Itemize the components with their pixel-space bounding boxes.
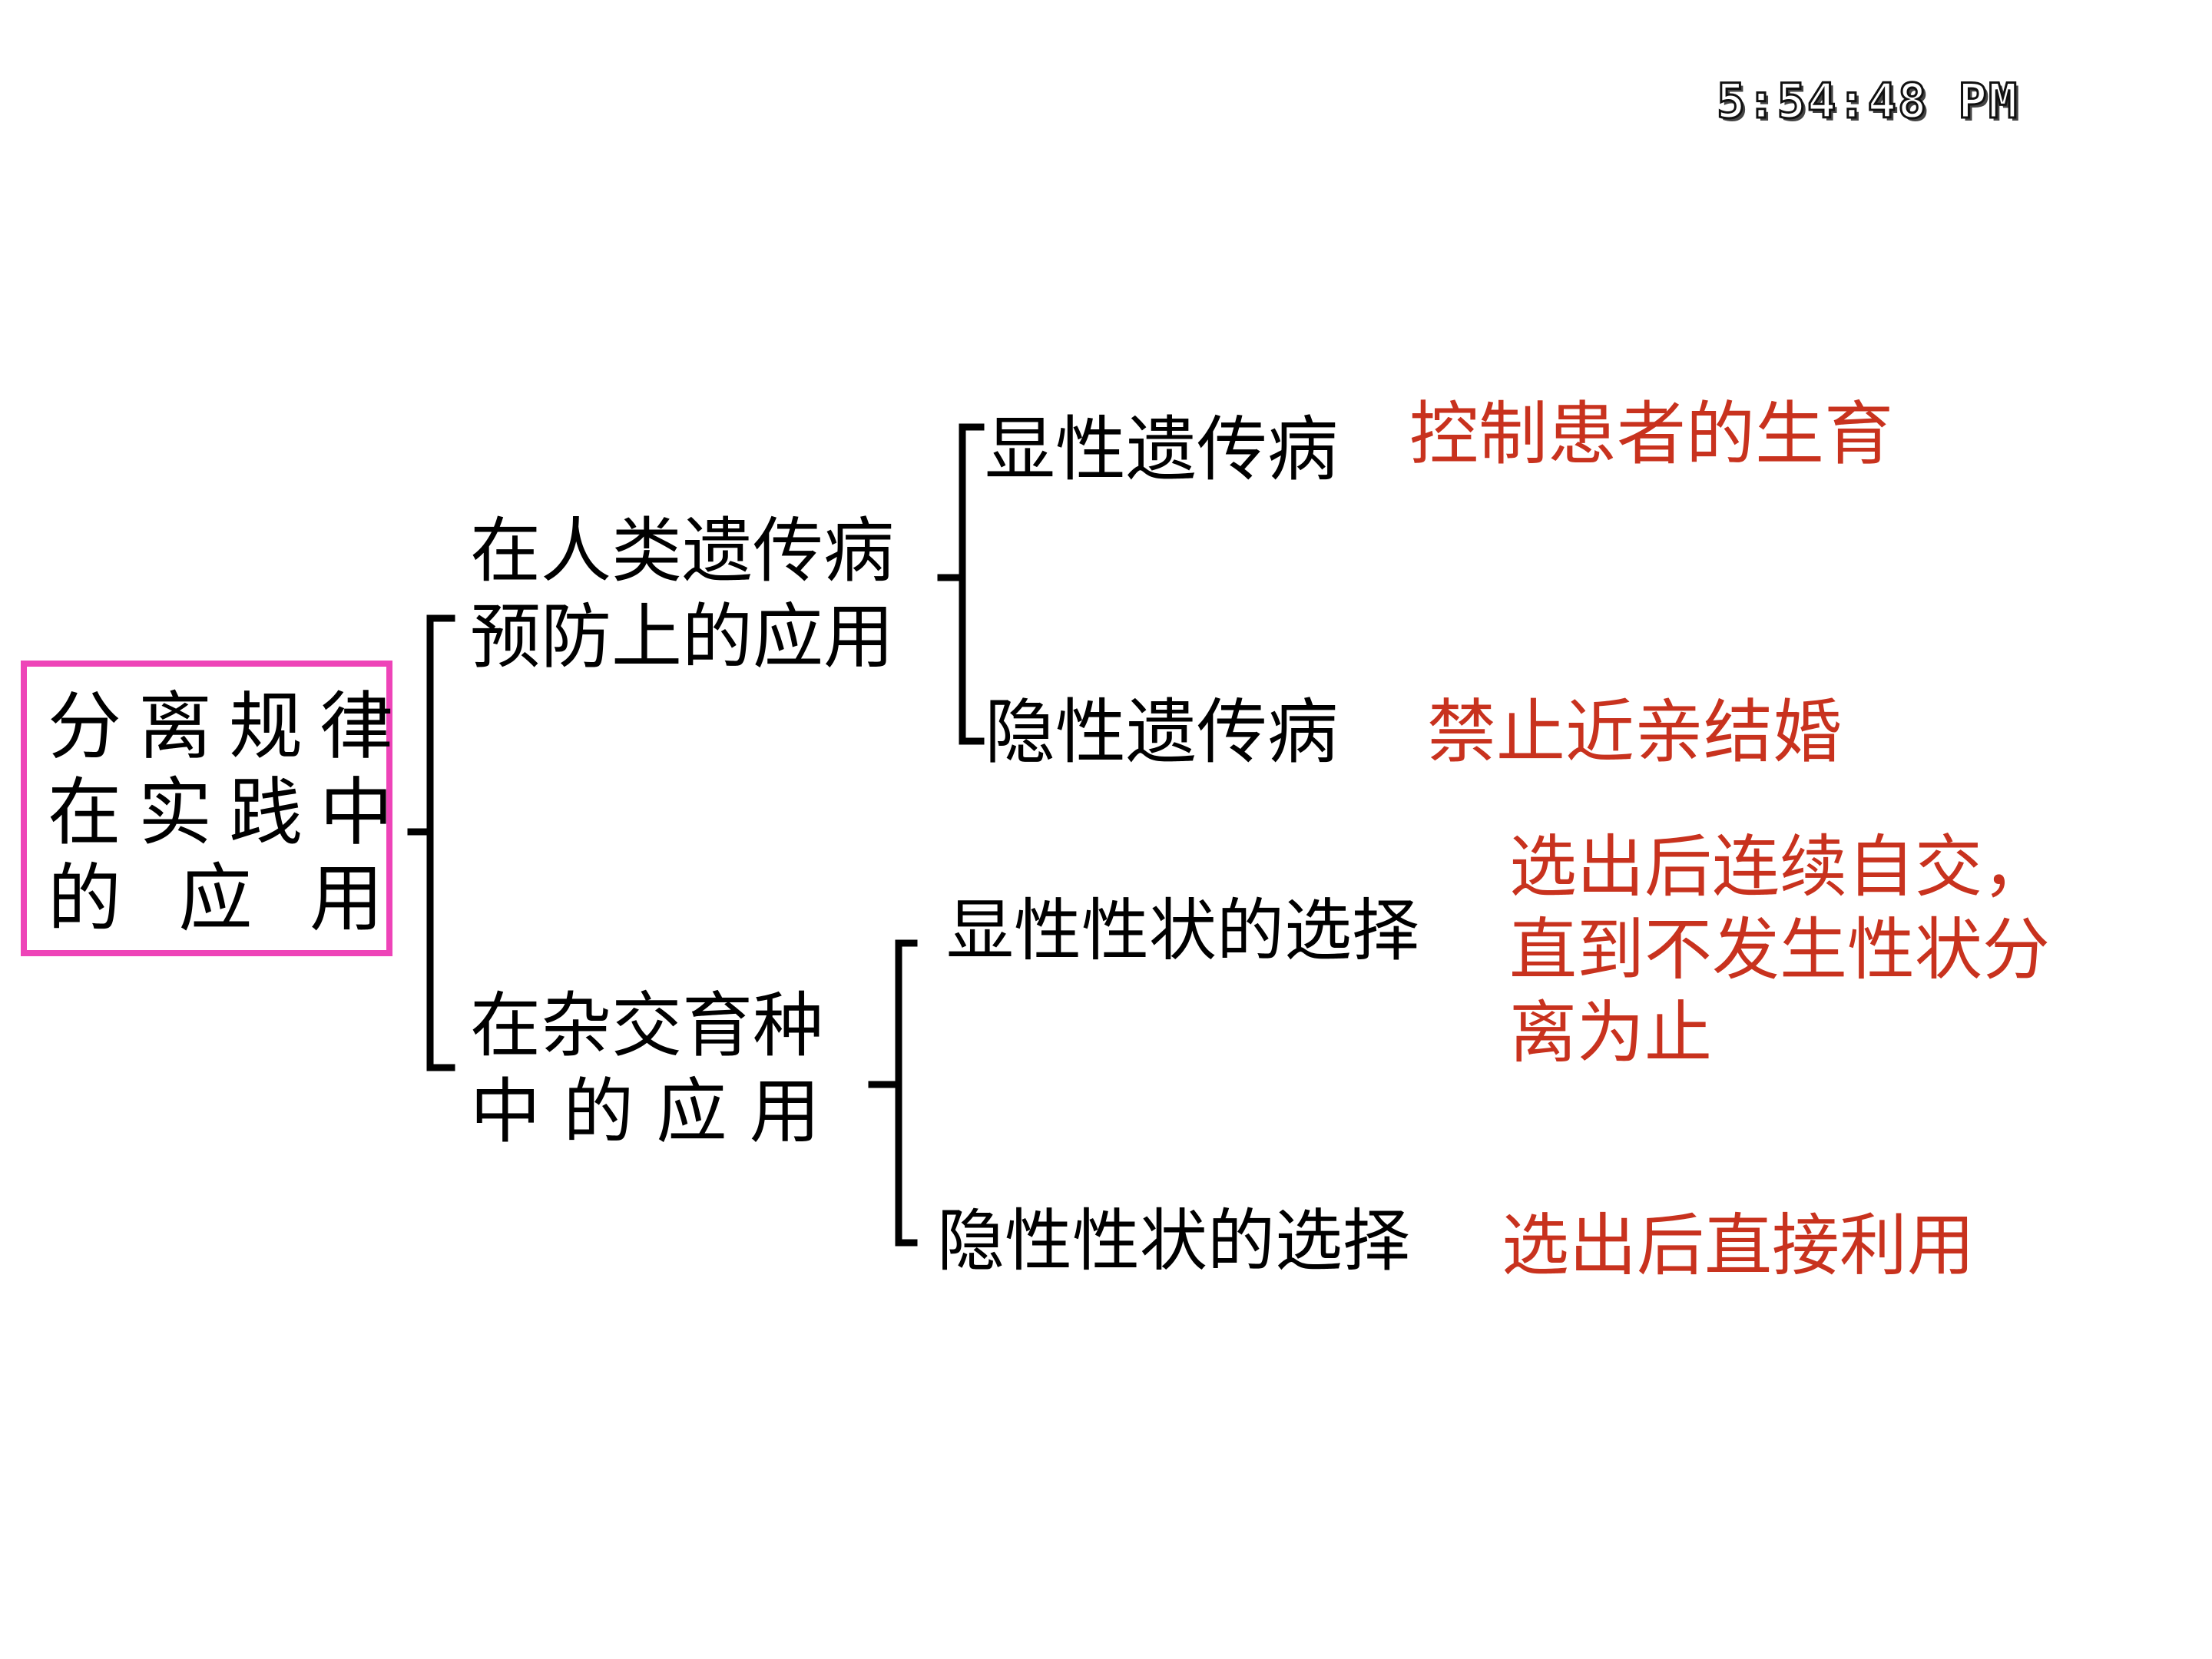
- dominant-disease-label: 显性遗传病: [985, 409, 1339, 491]
- genetic-branch-line-2: 预防上的应用: [470, 596, 895, 678]
- clock-display: 5:54:48 PM: [1715, 72, 2019, 131]
- recessive-disease-label: 隐性遗传病: [985, 691, 1339, 773]
- root-bracket: [426, 614, 455, 1071]
- breeding-branch-line-2: 中 的 应 用: [470, 1071, 820, 1153]
- genetic-branch-label: 在人类遗传病 预防上的应用: [470, 508, 894, 680]
- recessive-trait-label: 隐性性状的选择: [937, 1201, 1411, 1280]
- dominant-trait-label: 显性性状的选择: [946, 891, 1420, 970]
- root-line-2: 在实践中: [48, 770, 410, 856]
- root-line-3: 的 应 用: [48, 856, 401, 942]
- breeding-branch-line-1: 在杂交育种: [470, 985, 824, 1067]
- genetic-branch-line-1: 在人类遗传病: [470, 510, 895, 592]
- dominant-trait-action: 选出后连续自交， 直到不发生性状分 离为止: [1509, 826, 2050, 1075]
- root-node-text: 分离规律 在实践中 的 应 用: [48, 684, 410, 942]
- root-node-box: [21, 661, 392, 956]
- dominant-trait-action-line-2: 直到不发生性状分: [1509, 910, 2051, 989]
- recessive-trait-action: 选出后直接利用: [1502, 1206, 1975, 1285]
- breeding-bracket: [895, 939, 918, 1247]
- root-line-1: 分离规律: [48, 684, 410, 770]
- breeding-branch-label: 在杂交育种 中 的 应 用: [470, 983, 823, 1155]
- genetic-bracket: [959, 423, 985, 745]
- dominant-trait-action-line-1: 选出后连续自交，: [1509, 827, 2051, 906]
- recessive-disease-action: 禁止近亲结婚: [1427, 692, 1842, 773]
- dominant-trait-action-line-3: 离为止: [1509, 993, 1713, 1072]
- dominant-disease-action: 控制患者的生育: [1409, 394, 1893, 475]
